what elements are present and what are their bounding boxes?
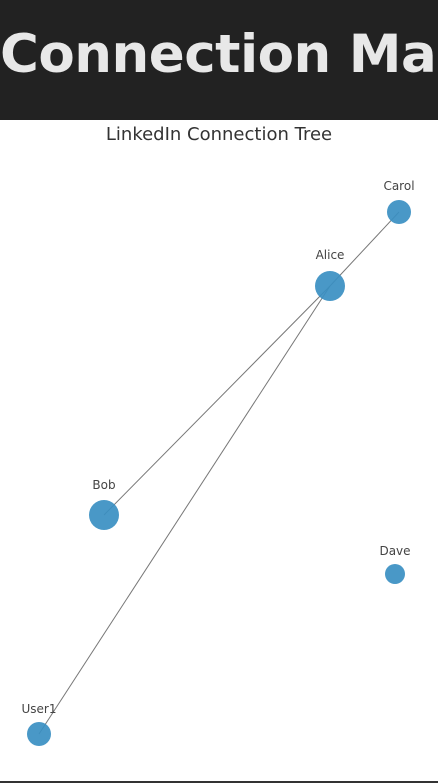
node-alice[interactable]: Alice [315, 248, 345, 301]
node-circle-dave[interactable] [385, 564, 405, 584]
edge-alice-bob [103, 285, 331, 516]
node-label-alice: Alice [316, 248, 345, 262]
node-bob[interactable]: Bob [89, 478, 119, 530]
node-label-dave: Dave [379, 544, 410, 558]
graph-panel: LinkedIn Connection Tree [0, 120, 438, 782]
page-header: Connection Map [0, 0, 438, 120]
node-circle-carol[interactable] [387, 200, 411, 224]
edges-layer [38, 211, 400, 735]
node-dave[interactable]: Dave [379, 544, 411, 584]
node-label-bob: Bob [92, 478, 115, 492]
node-circle-bob[interactable] [89, 500, 119, 530]
node-circle-user1[interactable] [27, 722, 51, 746]
node-circle-alice[interactable] [315, 271, 345, 301]
node-label-carol: Carol [383, 179, 414, 193]
node-user1[interactable]: User1 [22, 702, 57, 746]
node-label-user1: User1 [22, 702, 57, 716]
edge-alice-carol [329, 211, 400, 287]
edge-alice-user1 [38, 285, 331, 735]
bottom-divider [0, 781, 438, 783]
page-title: Connection Map [0, 24, 438, 85]
node-carol[interactable]: Carol [383, 179, 415, 224]
graph-title: LinkedIn Connection Tree [105, 124, 333, 145]
